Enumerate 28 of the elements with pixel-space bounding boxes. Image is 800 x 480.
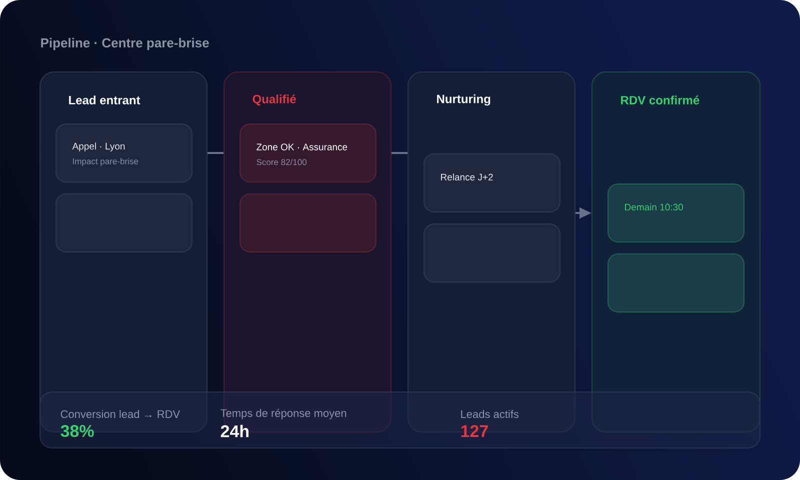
stat-value: 38%	[60, 424, 94, 438]
stat-label: Temps de réponse moyen	[220, 408, 346, 420]
card	[608, 254, 744, 312]
stat-value: 24h	[220, 424, 248, 438]
card-title: Demain 10:30	[625, 204, 683, 210]
stat-value: 127	[461, 425, 488, 437]
column-title: Nurturing	[437, 94, 490, 106]
card-title: Appel · Lyon	[72, 142, 125, 152]
connector-line	[392, 152, 408, 154]
card-subtitle: Score 82/100	[256, 158, 307, 166]
card-subtitle: Impact pare-brise	[73, 158, 138, 166]
card	[56, 124, 192, 182]
card	[608, 184, 744, 242]
card-title: Relance J+2	[441, 174, 493, 180]
card	[424, 224, 560, 282]
column-title: Lead entrant	[69, 96, 140, 104]
card	[56, 194, 192, 252]
stat-label: Leads actifs	[461, 410, 519, 418]
card	[424, 154, 560, 212]
card	[240, 124, 376, 182]
card-title: Zone OK · Assurance	[256, 144, 348, 150]
stat-label: Conversion lead → RDV	[60, 410, 180, 418]
card	[240, 194, 376, 252]
title: Pipeline · Centre pare-brise	[41, 38, 209, 50]
column-title: RDV confirmé	[621, 96, 700, 104]
column-title: Qualifié	[252, 94, 296, 106]
stats-panel	[40, 392, 760, 448]
connector-line	[208, 152, 224, 154]
